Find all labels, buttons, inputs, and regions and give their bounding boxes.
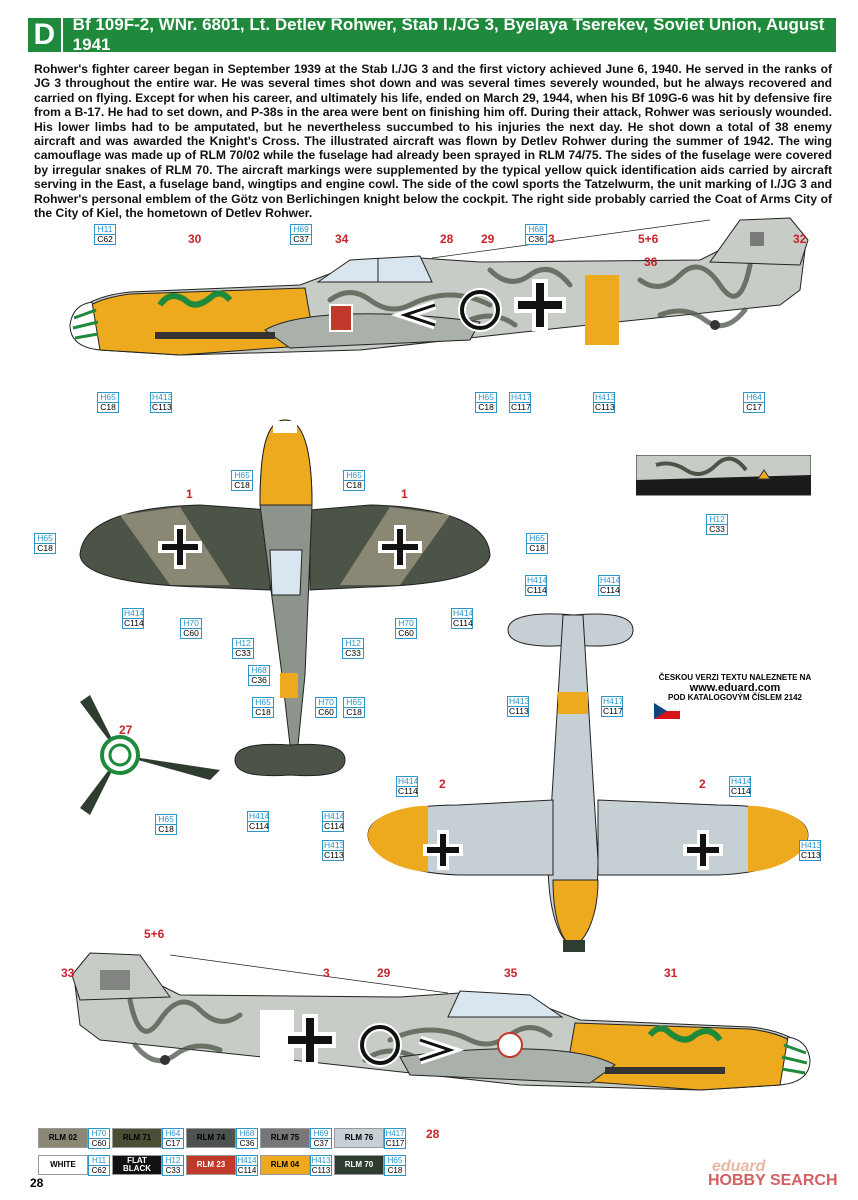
callout-3-top: 3	[548, 232, 555, 246]
callout-5-6-top: 5+6	[638, 232, 659, 246]
right-profile-aircraft	[71, 952, 811, 1091]
czech-note: ČESKOU VERZI TEXTU NALEZNETE NA	[658, 673, 812, 682]
legend-swatch: RLM 02	[38, 1128, 88, 1148]
eduard-url[interactable]: www.eduard.com	[689, 682, 781, 694]
legend-swatch: RLM 76	[334, 1128, 384, 1148]
callout-31: 31	[664, 966, 678, 980]
callout-35: 35	[504, 966, 518, 980]
watermark-brand: eduard	[712, 1158, 766, 1175]
callout-2-left: 2	[439, 777, 446, 791]
callout-36: 36	[644, 255, 658, 269]
callout-27: 27	[119, 723, 133, 737]
callout-29-top: 29	[481, 232, 495, 246]
callout-28-top: 28	[440, 232, 454, 246]
history-text: Rohwer's fighter career began in Septemb…	[34, 62, 832, 221]
page-header: D Bf 109F-2, WNr. 6801, Lt. Detlev Rohwe…	[28, 15, 836, 54]
eduard-info: ČESKOU VERZI TEXTU NALEZNETE NA www.edua…	[650, 673, 820, 703]
czech-flag-icon	[654, 703, 680, 719]
legend-swatch: RLM 71	[112, 1128, 162, 1148]
scheme-title: Bf 109F-2, WNr. 6801, Lt. Detlev Rohwer,…	[72, 15, 825, 54]
callout-1-left: 1	[186, 487, 193, 501]
callout-3-bottom: 3	[323, 966, 330, 980]
callout-1-right: 1	[401, 487, 408, 501]
legend-swatch: RLM 74	[186, 1128, 236, 1148]
legend-swatch: WHITE	[38, 1155, 88, 1175]
callout-30: 30	[188, 232, 202, 246]
catalog-note: POD KATALOGOVÝM ČÍSLEM 2142	[668, 693, 802, 702]
callout-28-bottom: 28	[426, 1127, 440, 1141]
page-number: 28	[30, 1176, 44, 1190]
scheme-letter: D	[28, 18, 63, 52]
legend-swatch: RLM 23	[186, 1155, 236, 1175]
callout-2-right: 2	[699, 777, 706, 791]
underside-view-aircraft	[367, 613, 809, 952]
legend-swatch: RLM 70	[334, 1155, 384, 1175]
callout-29-bottom: 29	[377, 966, 391, 980]
callout-33: 33	[61, 966, 75, 980]
legend-swatch: FLAT BLACK	[112, 1155, 162, 1175]
top-view-aircraft	[79, 419, 491, 777]
legend-swatch: RLM 75	[260, 1128, 310, 1148]
callout-5-6-bottom: 5+6	[144, 927, 165, 941]
left-profile-aircraft	[69, 217, 809, 356]
propeller-front-view	[80, 695, 220, 815]
wing-root-detail	[636, 455, 811, 496]
callout-34: 34	[335, 232, 349, 246]
legend-swatch: RLM 04	[260, 1155, 310, 1175]
callout-32: 32	[793, 232, 807, 246]
watermark-site: HOBBY SEARCH	[708, 1172, 838, 1189]
